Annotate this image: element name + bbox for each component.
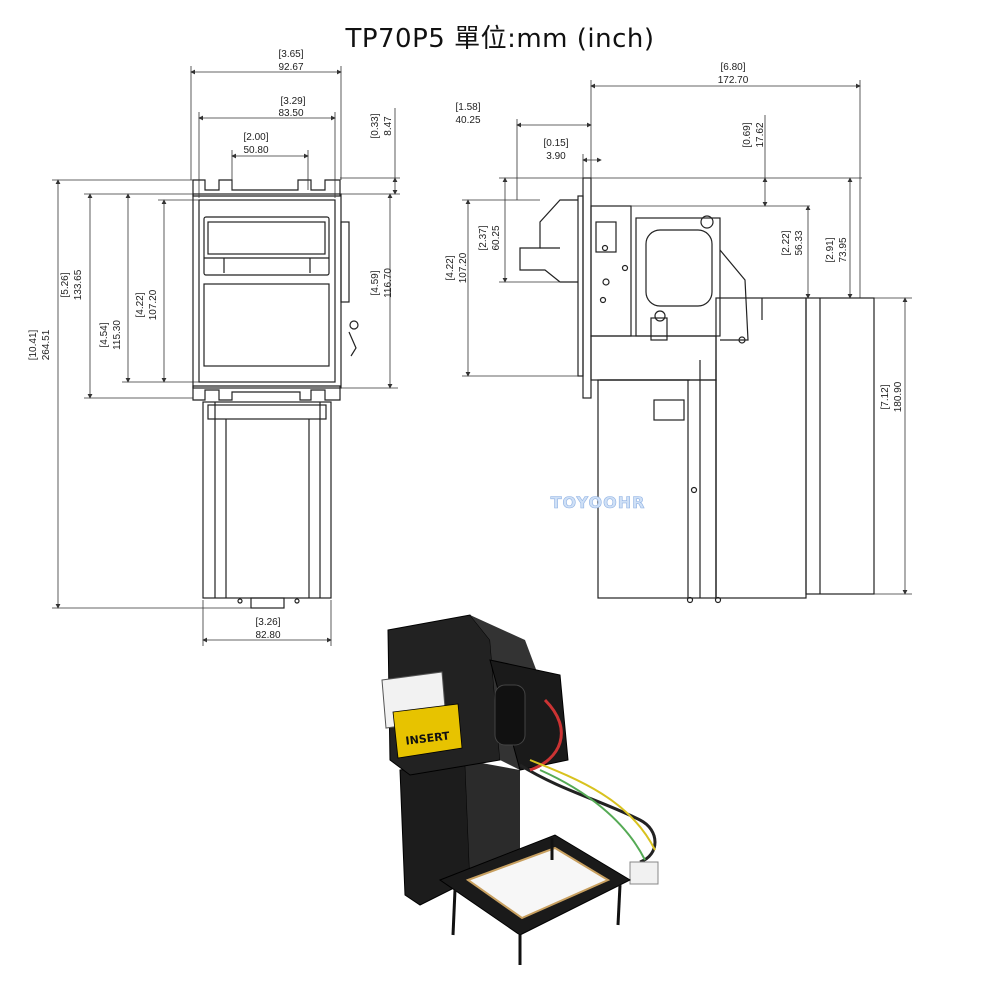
dim-side-mid-height-inch: [2.91]	[825, 237, 836, 262]
product-insert-label: INSERT	[405, 729, 451, 747]
dim-side-upper-height-mm: 56.33	[794, 230, 805, 255]
dim-front-opening-width-mm: 50.80	[243, 145, 268, 156]
dim-front-inner-height-inch: [4.22]	[135, 292, 146, 317]
dim-front-total-height-inch: [10.41]	[28, 329, 39, 360]
front-view-drawing	[192, 179, 359, 609]
dim-front-bezel-height-mm: 133.65	[73, 269, 84, 300]
front-view-dimension-lines	[52, 66, 400, 646]
dim-side-bezel-thickness-inch: [0.15]	[543, 138, 568, 149]
dim-front-opening-width-inch: [2.00]	[243, 132, 268, 143]
dim-side-box-height-inch: [7.12]	[880, 384, 891, 409]
dim-side-height-mm: 107.20	[458, 252, 469, 283]
dim-front-inner-height-mm: 107.20	[148, 289, 159, 320]
dim-side-mid-height-mm: 73.95	[838, 237, 849, 262]
dim-side-total-depth-inch: [6.80]	[720, 62, 745, 73]
dim-side-box-height-mm: 180.90	[893, 381, 904, 412]
dim-bottom-width-mm: 82.80	[255, 630, 280, 641]
dim-front-inner-width-inch: [3.29]	[280, 96, 305, 107]
dim-bottom-width-inch: [3.26]	[255, 617, 280, 628]
dim-front-frame-height-mm: 115.30	[112, 320, 123, 350]
dim-front-frame-height-inch: [4.54]	[99, 322, 110, 347]
dim-front-bezel-height-inch: [5.26]	[60, 272, 71, 297]
dim-side-nose-height-mm: 60.25	[491, 225, 502, 250]
dim-front-side-height-inch: [4.59]	[370, 270, 381, 295]
page-title: TP70P5 單位:mm (inch)	[345, 24, 655, 54]
dim-side-height-inch: [4.22]	[445, 255, 456, 280]
side-view-dimension-lines	[462, 80, 912, 595]
dim-front-total-height-mm: 264.51	[41, 329, 52, 360]
dim-side-bezel-thickness-mm: 3.90	[546, 151, 566, 162]
dim-front-top-offset-mm: 8.47	[383, 116, 394, 136]
dim-side-top-offset-inch: [0.69]	[742, 122, 753, 147]
product-photo: INSERT	[381, 614, 659, 965]
side-view-drawing	[519, 177, 875, 604]
dim-front-inner-width-mm: 83.50	[278, 108, 303, 119]
dim-front-top-offset-inch: [0.33]	[370, 113, 381, 138]
dim-side-nose-height-inch: [2.37]	[478, 225, 489, 250]
dim-front-width-inch: [3.65]	[278, 49, 303, 60]
dim-side-upper-height-inch: [2.22]	[781, 230, 792, 255]
dim-side-total-depth-mm: 172.70	[718, 75, 749, 86]
dim-side-nose-depth-mm: 40.25	[455, 115, 480, 126]
dim-side-top-offset-mm: 17.62	[755, 122, 766, 147]
watermark: TOYOOHR	[551, 493, 646, 512]
dim-front-width-mm: 92.67	[278, 62, 303, 73]
dim-front-side-height-mm: 116.70	[383, 268, 394, 298]
dim-side-nose-depth-inch: [1.58]	[455, 102, 480, 113]
